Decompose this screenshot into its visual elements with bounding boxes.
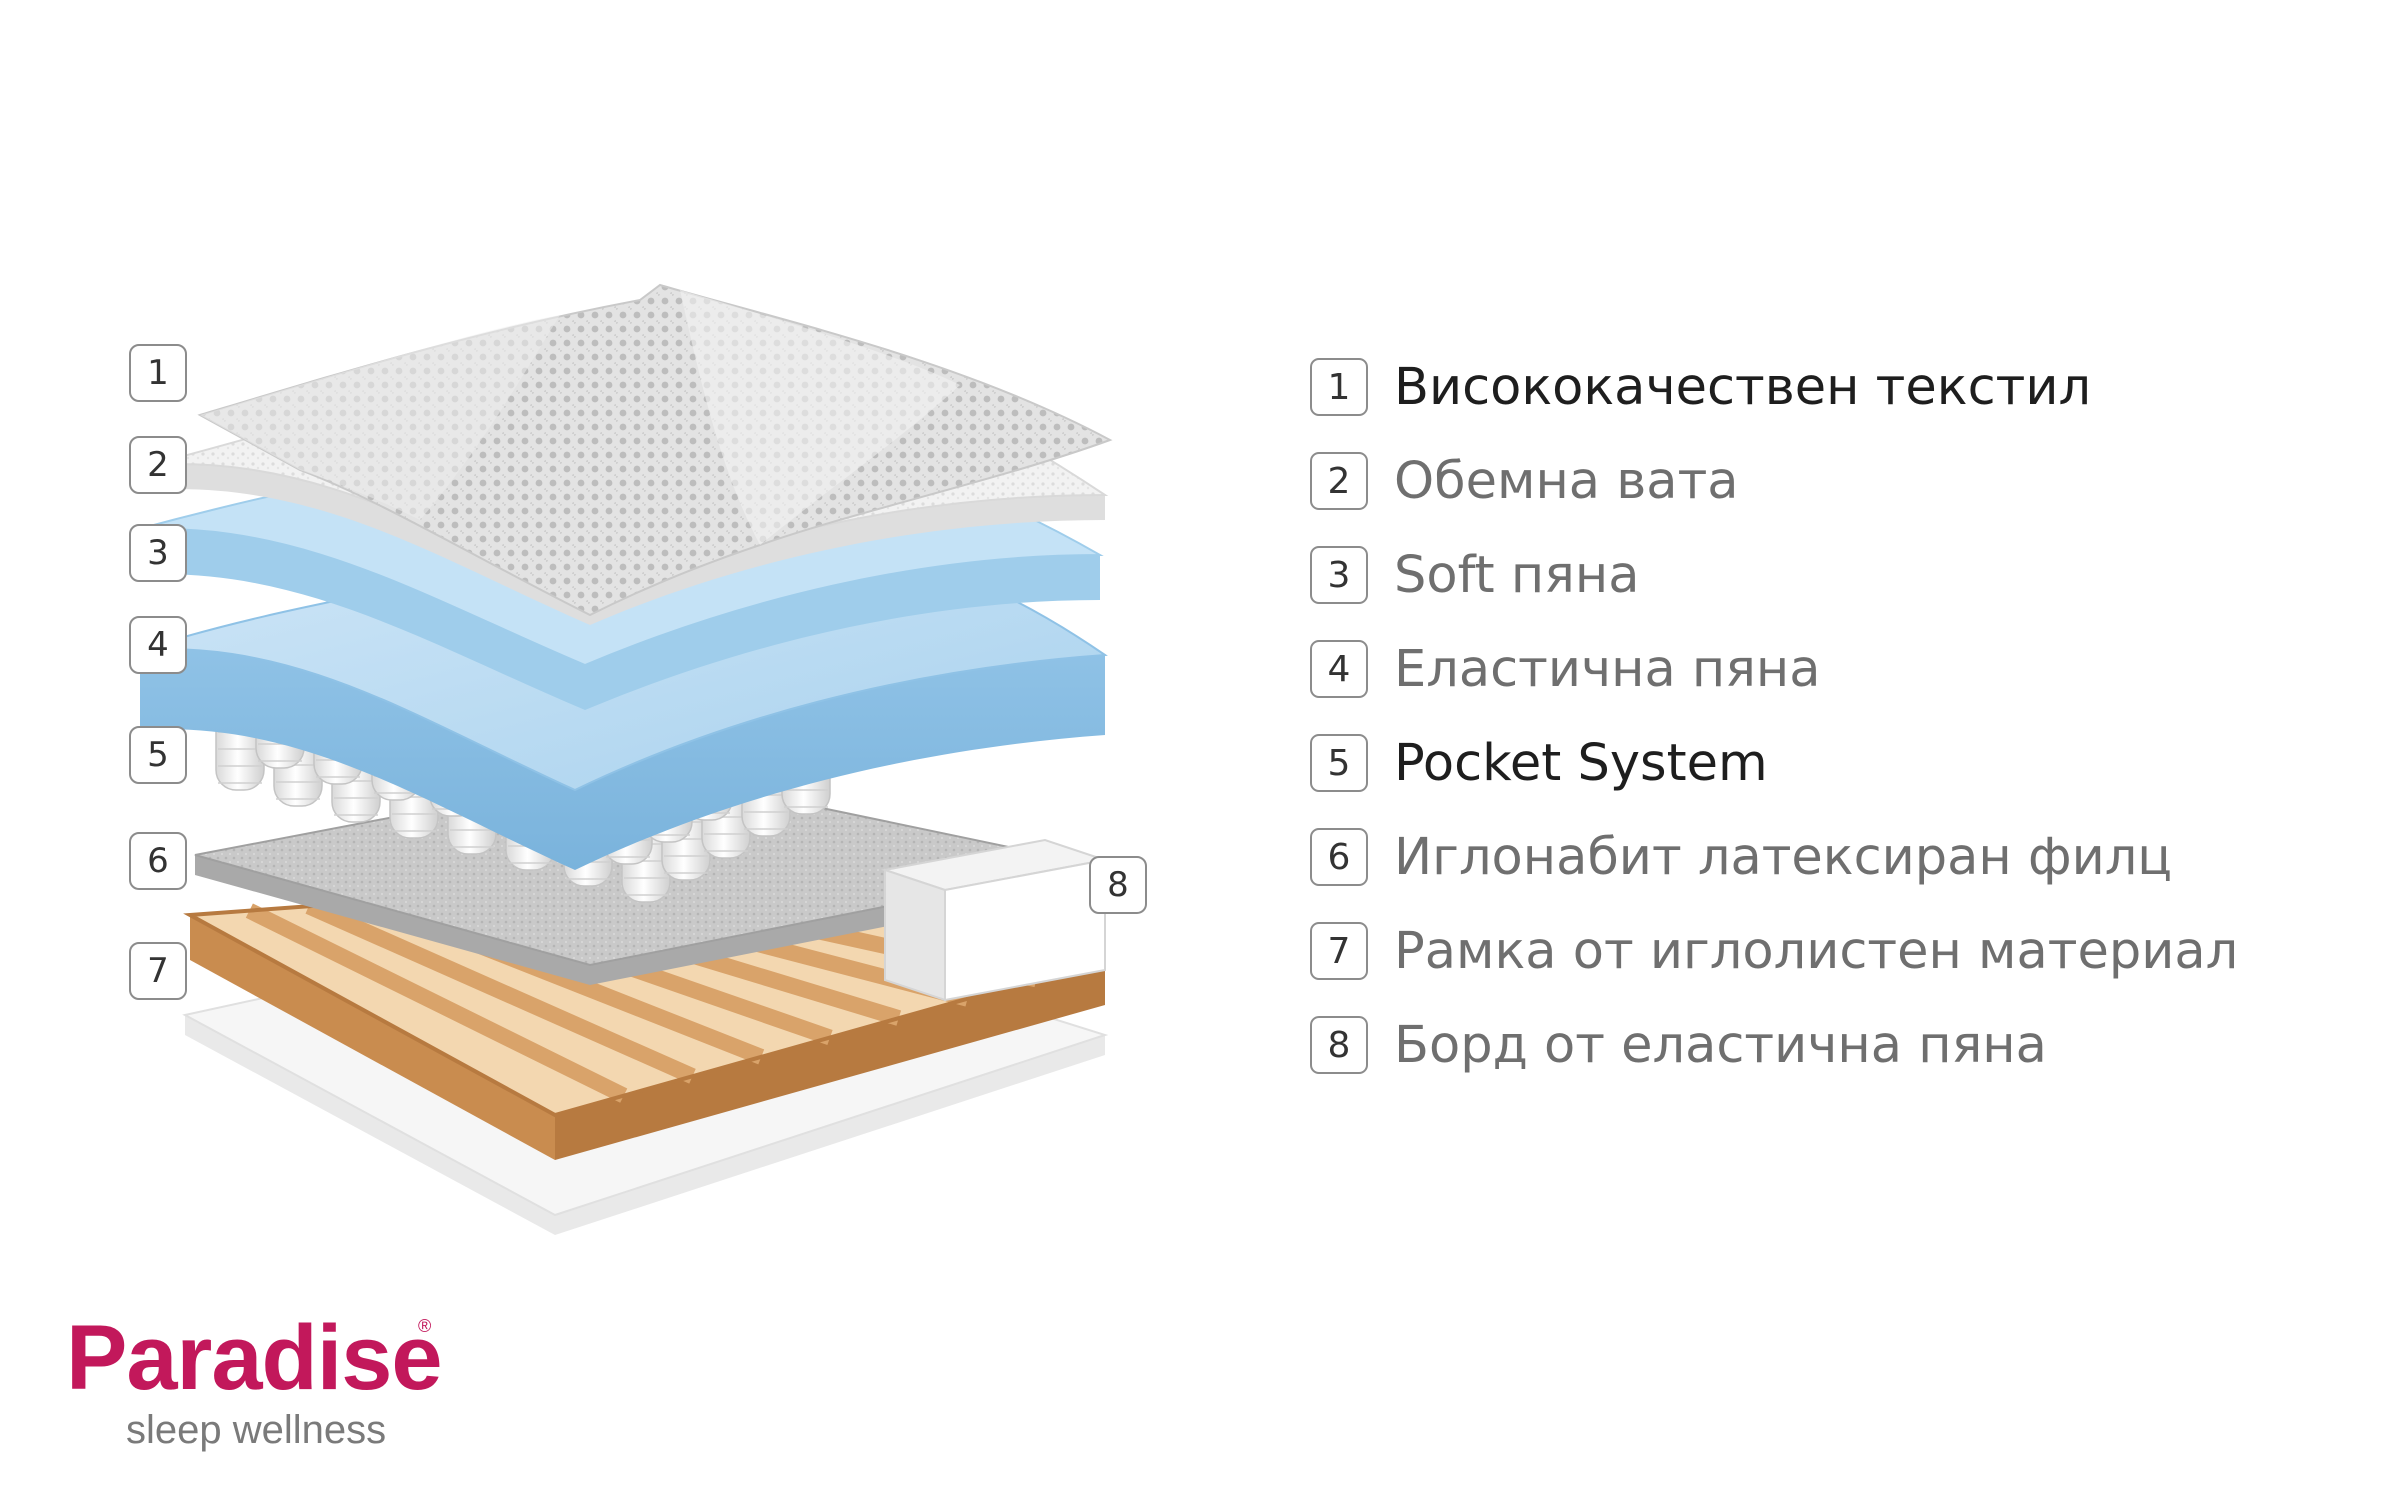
legend-number: 6 <box>1310 828 1368 886</box>
svg-text:1: 1 <box>147 353 169 393</box>
legend-number: 3 <box>1310 546 1368 604</box>
legend-label: Рамка от иглолистен материал <box>1394 921 2239 981</box>
legend-label: Висококачествен текстил <box>1394 357 2092 417</box>
mattress-layers-illustration: 1 2 3 4 5 6 7 8 <box>129 283 1147 1235</box>
legend-number: 5 <box>1310 734 1368 792</box>
legend-number: 1 <box>1310 358 1368 416</box>
diagram-number-5: 5 <box>129 726 187 784</box>
legend-label: Soft пяна <box>1394 545 1640 605</box>
legend-item-6: 6 Иглонабит латексиран филц <box>1310 810 2370 904</box>
legend-item-3: 3 Soft пяна <box>1310 528 2370 622</box>
diagram-number-6: 6 <box>129 832 187 890</box>
legend-number: 7 <box>1310 922 1368 980</box>
svg-text:2: 2 <box>147 445 169 485</box>
legend-label: Еластична пяна <box>1394 639 1821 699</box>
legend-number: 8 <box>1310 1016 1368 1074</box>
wood-slat <box>305 898 696 1084</box>
diagram-number-8: 8 <box>1089 856 1147 914</box>
svg-text:5: 5 <box>147 735 169 775</box>
legend-item-4: 4 Еластична пяна <box>1310 622 2370 716</box>
svg-text:3: 3 <box>147 533 169 573</box>
brand-tagline: sleep wellness <box>126 1408 387 1452</box>
svg-text:6: 6 <box>147 841 169 881</box>
brand-logo: Paradise ® sleep wellness <box>66 1307 443 1452</box>
foam-edge-board <box>881 838 1109 1002</box>
svg-text:7: 7 <box>147 951 169 991</box>
legend-label: Pocket System <box>1394 733 1768 793</box>
svg-text:4: 4 <box>147 625 169 665</box>
fabric-top-layer <box>197 283 1113 617</box>
legend-item-5: 5 Pocket System <box>1310 716 2370 810</box>
legend-label: Обемна вата <box>1394 451 1739 511</box>
svg-text:8: 8 <box>1107 865 1129 905</box>
legend-item-2: 2 Обемна вата <box>1310 434 2370 528</box>
wood-slat <box>245 903 628 1103</box>
diagram-number-4: 4 <box>129 616 187 674</box>
legend-label: Борд от еластична пяна <box>1394 1015 2047 1075</box>
diagram-number-1: 1 <box>129 344 187 402</box>
legend-number: 4 <box>1310 640 1368 698</box>
legend-item-7: 7 Рамка от иглолистен материал <box>1310 904 2370 998</box>
legend-item-8: 8 Борд от еластична пяна <box>1310 998 2370 1092</box>
legend-number: 2 <box>1310 452 1368 510</box>
legend: 1 Висококачествен текстил 2 Обемна вата … <box>1310 340 2370 1092</box>
legend-label: Иглонабит латексиран филц <box>1394 827 2173 887</box>
registered-mark: ® <box>418 1316 432 1336</box>
diagram-number-7: 7 <box>129 942 187 1000</box>
diagram-number-2: 2 <box>129 436 187 494</box>
brand-name: Paradise <box>66 1307 443 1409</box>
diagram-number-3: 3 <box>129 524 187 582</box>
legend-item-1: 1 Висококачествен текстил <box>1310 340 2370 434</box>
